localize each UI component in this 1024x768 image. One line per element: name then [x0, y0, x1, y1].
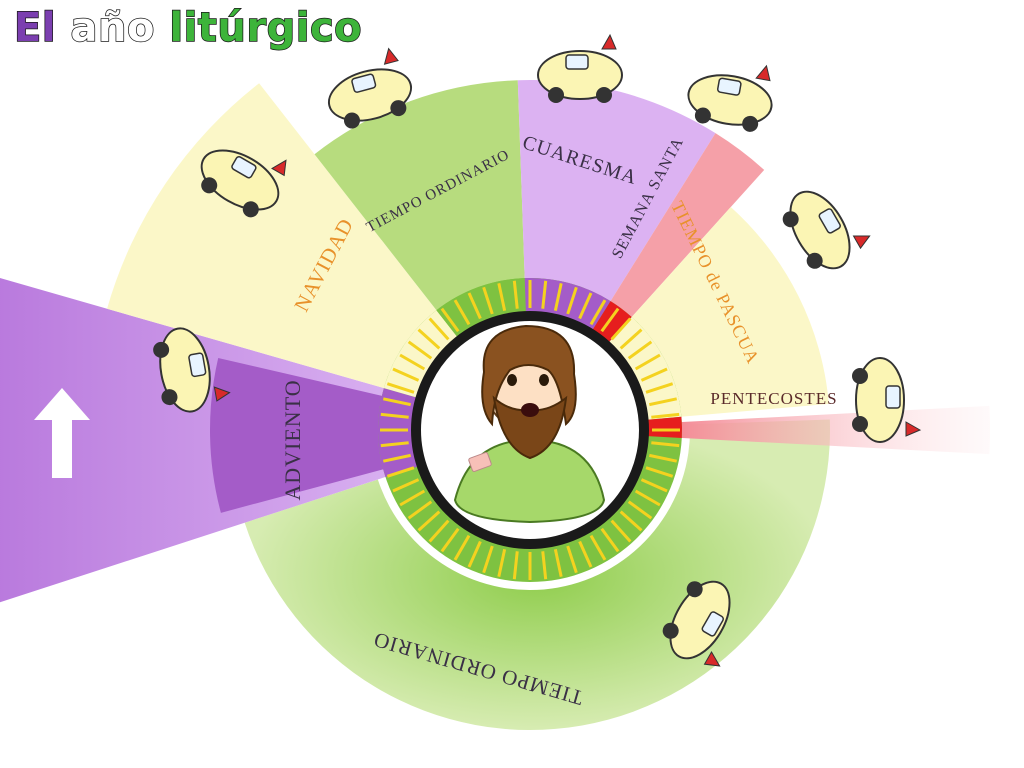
ray-line: [512, 551, 519, 580]
ray-line: [589, 299, 607, 326]
ray-line: [428, 317, 450, 341]
ray-line: [399, 489, 426, 507]
ray-band-2: [436, 278, 526, 338]
jesus-illustration: [453, 324, 606, 524]
ray-line: [619, 510, 643, 532]
ray-line: [541, 280, 548, 309]
ray-line: [566, 286, 578, 315]
ray-line: [645, 466, 674, 478]
ray-line: [417, 328, 441, 350]
title-word-3: litúrgico: [169, 5, 363, 51]
sector-pentecostes: [679, 405, 990, 455]
ray-line: [634, 489, 661, 507]
car-decorations: [153, 33, 922, 667]
ray-line: [467, 292, 482, 320]
ray-line: [392, 478, 420, 493]
sector-tiempo-ordinario-1: [314, 80, 525, 312]
ray-band-3: [524, 278, 611, 330]
title-word-1: El: [13, 5, 57, 51]
label-adviento: ADVIENTO: [280, 379, 305, 500]
ray-line: [382, 453, 411, 463]
ray-line: [649, 453, 678, 463]
ray-line: [453, 534, 471, 561]
ray-line: [589, 534, 607, 561]
ray-line: [440, 307, 460, 333]
car-5: [782, 190, 871, 270]
ray-line: [482, 545, 494, 574]
ray-line: [610, 317, 632, 341]
sector-semana-santa: [609, 133, 765, 319]
car-4: [687, 64, 773, 132]
ray-line: [610, 519, 632, 543]
ray-line: [382, 397, 411, 407]
ray-line: [619, 328, 643, 350]
page-title: El año litúrgico: [13, 5, 363, 51]
ray-line: [467, 540, 482, 568]
ray-band-1: [383, 310, 458, 398]
sector-tiempo-pascua: [630, 207, 829, 417]
sector-adviento-inner: [210, 358, 386, 513]
ray-line: [428, 519, 450, 543]
car-0: [327, 47, 413, 129]
ray-line: [578, 540, 593, 568]
label-pentecostes: PENTECOSTES: [710, 389, 837, 408]
car-2: [153, 327, 231, 413]
ray-line: [380, 441, 409, 448]
ray-line: [386, 382, 415, 394]
ray-line: [386, 466, 415, 478]
title-word-2: año: [70, 5, 155, 51]
ray-line: [627, 340, 653, 360]
ray-line: [392, 367, 420, 382]
ray-band-4: [592, 301, 632, 343]
sector-cuaresma: [517, 80, 716, 303]
ray-line: [417, 510, 441, 532]
ray-line: [640, 478, 668, 493]
ray-line: [541, 551, 548, 580]
ray-line: [553, 549, 563, 578]
ray-line: [407, 500, 433, 520]
car-1: [200, 149, 287, 218]
ray-line: [512, 280, 519, 309]
ray-line: [651, 412, 680, 419]
ray-line: [651, 441, 680, 448]
ray-band-6: [647, 416, 682, 438]
ray-line: [649, 397, 678, 407]
sector-adviento: [0, 278, 388, 603]
ray-line: [634, 353, 661, 371]
ray-line: [553, 282, 563, 311]
car-3: [537, 33, 623, 103]
ray-line: [566, 545, 578, 574]
ray-line: [578, 292, 593, 320]
ray-line: [497, 549, 507, 578]
ray-line: [600, 527, 620, 553]
ray-line: [380, 412, 409, 419]
ray-line: [497, 282, 507, 311]
ray-line: [399, 353, 426, 371]
car-6: [852, 357, 922, 443]
up-arrow-icon: [34, 388, 90, 478]
ray-line: [645, 382, 674, 394]
ray-line: [600, 307, 620, 333]
car-7: [662, 580, 731, 667]
ray-line: [440, 527, 460, 553]
ray-line: [482, 286, 494, 315]
ray-line: [640, 367, 668, 382]
ray-line: [627, 500, 653, 520]
ray-line: [453, 299, 471, 326]
sector-navidad: [107, 83, 438, 389]
ray-line: [407, 340, 433, 360]
